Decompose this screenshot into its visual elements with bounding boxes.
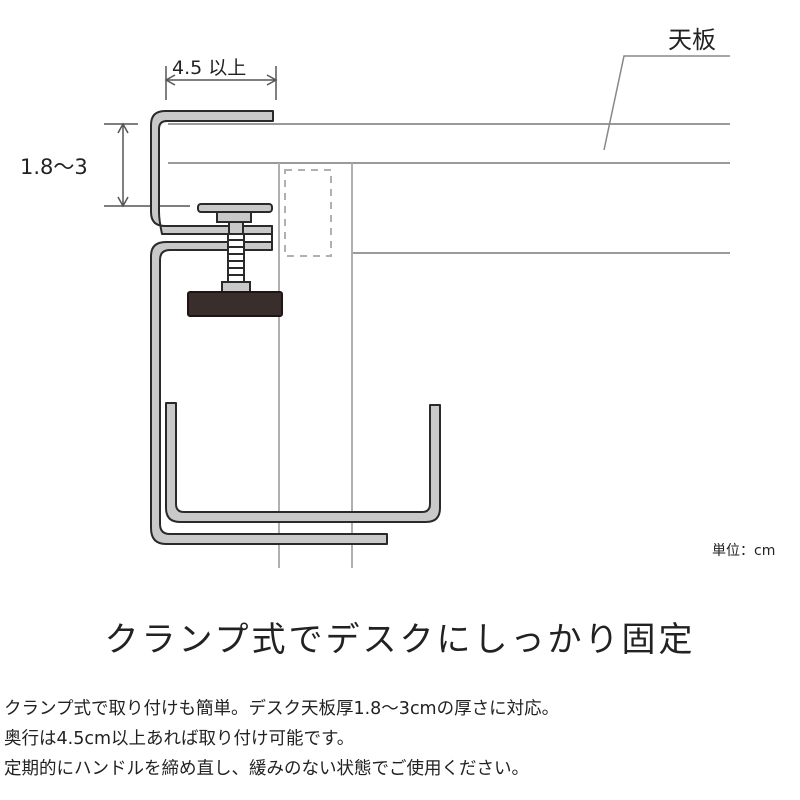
unit-label: 単位：cm (712, 543, 775, 559)
screw-handle-knob (187, 291, 283, 317)
clamp-screw (197, 203, 273, 293)
description: クランプ式で取り付けも簡単。デスク天板厚1.8～3cmの厚さに対応。 奥行は4.… (4, 694, 800, 784)
description-line: 定期的にハンドルを締め直し、緩みのない状態でご使用ください。 (4, 759, 529, 779)
thickness-label: 1.8～3 (20, 155, 88, 179)
depth-label: 4.5 以上 (172, 57, 246, 79)
description-line: 奥行は4.5cm以上あれば取り付け可能です。 (4, 729, 355, 749)
hidden-outline (284, 169, 332, 257)
headline: クランプ式でデスクにしっかり固定 (104, 620, 696, 660)
description-line: クランプ式で取り付けも簡単。デスク天板厚1.8～3cmの厚さに対応。 (4, 699, 560, 719)
clamp-diagram: 天板 4.5 以上 1.8～3 (20, 26, 775, 568)
tabletop-leader-line (603, 55, 730, 151)
tabletop-label: 天板 (668, 26, 716, 54)
depth-dimension (164, 66, 278, 100)
holder-basket (165, 402, 441, 523)
desk-leg (278, 163, 353, 568)
desk-tabletop (168, 123, 730, 254)
thickness-dimension (104, 122, 190, 208)
clamp-body (150, 110, 388, 545)
